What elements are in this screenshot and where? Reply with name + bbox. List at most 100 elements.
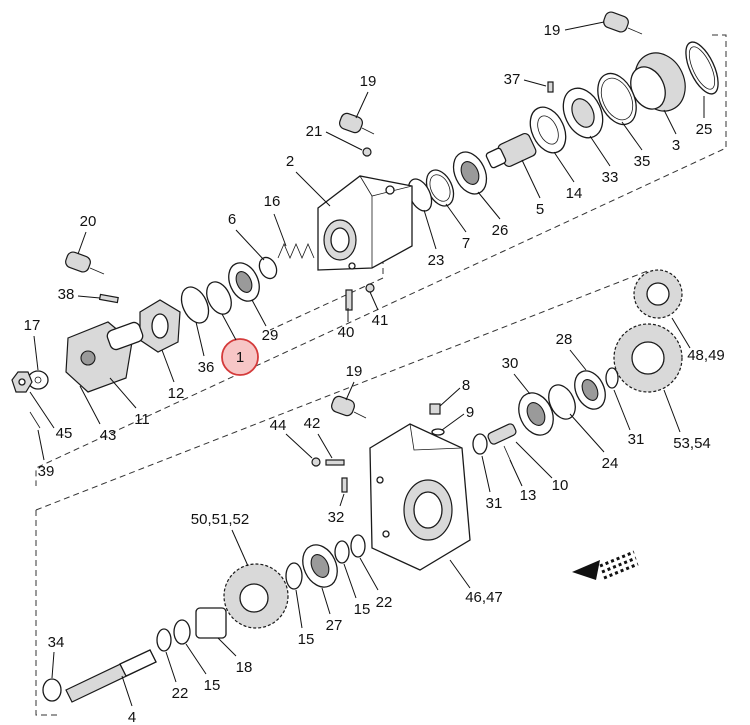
callout-label-c19b[interactable]: 19 [360,73,377,90]
leader-line-c26 [477,191,501,220]
leader-line-c33 [589,135,611,167]
callout-label-c16[interactable]: 16 [264,193,281,210]
leader-line-c14 [553,151,575,183]
callout-label-c31b[interactable]: 31 [486,495,503,512]
callout-label-c19c[interactable]: 19 [346,363,363,380]
callout-label-c36[interactable]: 36 [198,359,215,376]
bearing-27 [302,544,338,588]
leader-line-c41 [369,291,379,311]
gear-48-49 [633,269,683,319]
callout-label-c35[interactable]: 35 [634,153,651,170]
callout-label-c13[interactable]: 13 [520,487,537,504]
callout-label-c18[interactable]: 18 [236,659,253,676]
snap-ring-25 [685,41,719,95]
shaft-10 [487,423,517,445]
sensor-19-lower [331,395,367,419]
callout-label-c22b[interactable]: 22 [172,685,189,702]
bolt-38 [98,293,119,304]
cotter-pin-39 [29,411,41,429]
leader-line-c36 [195,321,205,357]
shaft-4 [65,649,157,703]
callout-label-c45[interactable]: 45 [56,425,73,442]
o-ring-34 [42,678,62,702]
leader-line-c15c [185,643,207,675]
callout-label-c6[interactable]: 6 [228,211,236,228]
spring-16 [277,242,315,260]
leader-line-c2 [295,171,331,207]
plug-8 [429,403,441,415]
callout-label-c24[interactable]: 24 [602,455,619,472]
leader-line-c19a [564,21,605,31]
callout-label-c20[interactable]: 20 [80,213,97,230]
bolt-40 [345,289,353,311]
callout-label-c28[interactable]: 28 [556,331,573,348]
leader-line-c1 [221,313,237,341]
leader-line-c6 [235,229,265,261]
callout-label-c43[interactable]: 43 [100,427,117,444]
flange-11 [65,321,144,393]
callout-label-c37[interactable]: 37 [504,71,521,88]
leader-line-c4647 [449,559,471,589]
leader-line-c42 [317,433,333,459]
callout-label-c21[interactable]: 21 [306,123,323,140]
callout-label-c26[interactable]: 26 [492,222,509,239]
leader-line-c22a [359,557,379,591]
ring-15-c [173,619,191,645]
leader-line-c22b [165,651,177,683]
yoke-12 [139,299,181,353]
callout-label-c39[interactable]: 39 [38,463,55,480]
callout-label-c38[interactable]: 38 [58,286,75,303]
pin-32 [341,477,348,493]
bearing-30 [518,392,554,436]
callout-label-c27[interactable]: 27 [326,617,343,634]
leader-line-c19b [355,91,369,119]
callout-label-c25[interactable]: 25 [696,121,713,138]
callout-label-c11[interactable]: 11 [134,411,150,428]
housing-2 [317,175,413,271]
callout-label-c31a[interactable]: 31 [628,431,645,448]
callout-label-c19a[interactable]: 19 [544,22,561,39]
callout-label-c14[interactable]: 14 [566,185,583,202]
callout-label-c17[interactable]: 17 [24,317,41,334]
leader-line-c43 [79,385,101,425]
callout-label-c4[interactable]: 4 [128,709,136,725]
callout-label-c1[interactable]: 1 [236,349,244,366]
leader-line-c34 [51,651,55,679]
callout-label-c3[interactable]: 3 [672,137,680,154]
callout-label-c30[interactable]: 30 [502,355,519,372]
callout-label-c15c[interactable]: 15 [204,677,221,694]
callout-label-c41[interactable]: 41 [372,312,389,329]
callout-label-c15a[interactable]: 15 [354,601,371,618]
callout-label-c12[interactable]: 12 [168,385,185,402]
leader-line-c5 [521,159,541,199]
callout-label-c4849[interactable]: 48,49 [687,347,725,364]
callout-1-highlight [221,338,259,376]
callout-label-c40[interactable]: 40 [338,324,355,341]
callout-label-c9[interactable]: 9 [466,404,474,421]
callout-label-c15b[interactable]: 15 [298,631,315,648]
bearing-29 [228,262,260,302]
callout-label-c8[interactable]: 8 [462,377,470,394]
callout-label-c5[interactable]: 5 [536,201,544,218]
o-ring-35 [597,72,637,126]
callout-label-c34[interactable]: 34 [48,634,65,651]
callout-label-c2[interactable]: 2 [286,153,294,170]
leader-line-c5354 [663,389,681,433]
callout-label-c33[interactable]: 33 [602,169,619,186]
nut-44 [311,457,321,467]
callout-label-c23[interactable]: 23 [428,252,445,269]
callout-label-c42[interactable]: 42 [304,415,321,432]
callout-label-c10[interactable]: 10 [552,477,569,494]
leader-line-c35 [621,121,643,151]
callout-label-c32[interactable]: 32 [328,509,345,526]
leader-line-c31b [481,455,491,493]
sensor-19-top [603,11,643,35]
callout-label-c5354[interactable]: 53,54 [673,435,711,452]
callout-label-c44[interactable]: 44 [270,417,287,434]
callout-label-c505152[interactable]: 50,51,52 [191,511,249,528]
bearing-28 [574,370,606,410]
callout-label-c7[interactable]: 7 [462,235,470,252]
callout-label-c22a[interactable]: 22 [376,594,393,611]
callout-label-c29[interactable]: 29 [262,327,279,344]
callout-label-c4647[interactable]: 46,47 [465,589,503,606]
